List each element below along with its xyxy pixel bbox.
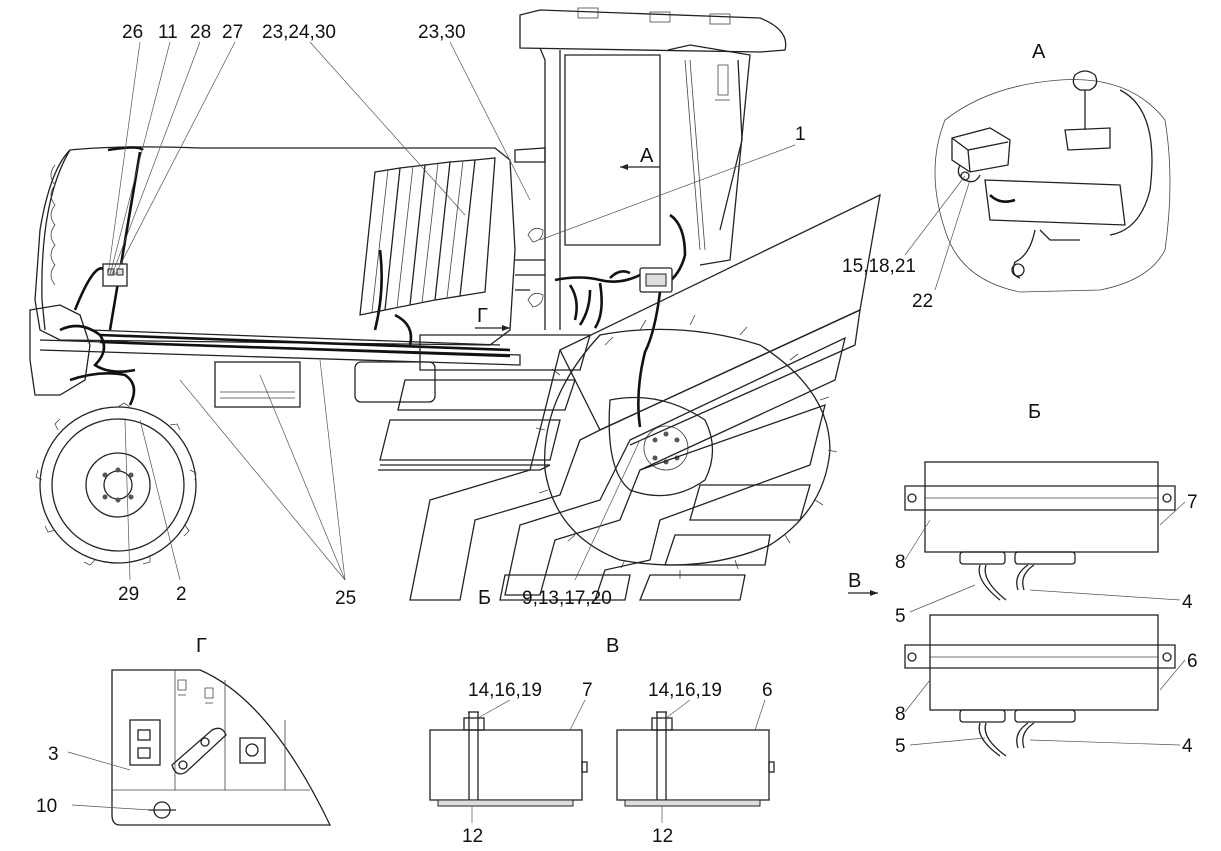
view-a-detail: А bbox=[904, 41, 1171, 293]
marker-g: Г bbox=[477, 305, 488, 327]
callout-25: 25 bbox=[335, 588, 356, 609]
view-v-detail: В 14,16,19 7 14,16,19 6 12 12 bbox=[429, 635, 775, 847]
marker-a: А bbox=[640, 145, 654, 167]
callout-b-8a: 8 bbox=[895, 552, 906, 573]
callout-28: 28 bbox=[190, 22, 211, 43]
callout-22: 22 bbox=[912, 291, 933, 312]
cab-window bbox=[564, 54, 661, 246]
callout-b-5a: 5 bbox=[895, 606, 906, 627]
callout-1: 1 bbox=[795, 124, 806, 145]
front-bumper bbox=[29, 304, 91, 396]
callout-v-14-16-19b: 14,16,19 bbox=[648, 680, 722, 701]
callout-v-12a: 12 bbox=[462, 826, 483, 847]
callout-27: 27 bbox=[222, 22, 243, 43]
callout-v-6: 6 bbox=[762, 680, 773, 701]
rear-harness bbox=[637, 291, 662, 428]
callout-9-13-17-20: 9,13,17,20 bbox=[522, 588, 612, 609]
callout-v-12b: 12 bbox=[652, 826, 673, 847]
grille-edge bbox=[41, 149, 71, 331]
callout-23-24-30: 23,24,30 bbox=[262, 22, 336, 43]
callout-29: 29 bbox=[118, 584, 139, 605]
cab-step-top bbox=[514, 147, 546, 163]
callout-b-4b: 4 bbox=[1182, 736, 1193, 757]
callout-b-4a: 4 bbox=[1182, 592, 1193, 613]
cab-roof bbox=[519, 9, 787, 53]
marker-b: Б bbox=[478, 587, 491, 609]
fuel-tank bbox=[354, 361, 436, 403]
callout-v-7: 7 bbox=[582, 680, 593, 701]
relay-block bbox=[129, 719, 161, 766]
marker-v: В bbox=[848, 570, 861, 592]
view-arrows bbox=[475, 164, 878, 596]
battery-box bbox=[214, 361, 301, 408]
tractor-side-view bbox=[29, 7, 881, 601]
frame-rail bbox=[39, 339, 521, 366]
view-a-title: А bbox=[1032, 41, 1046, 63]
main-callouts: 26 11 28 27 23,24,30 23,30 1 15,18,21 22… bbox=[118, 22, 933, 609]
main-harness bbox=[99, 333, 511, 352]
callout-15-18-21: 15,18,21 bbox=[842, 256, 916, 277]
callout-g-10: 10 bbox=[36, 796, 57, 817]
exploded-decal-panels bbox=[378, 193, 881, 601]
gear-lever-knob bbox=[1072, 70, 1098, 91]
view-g-detail: Г 3 10 bbox=[36, 635, 332, 826]
callout-g-3: 3 bbox=[48, 744, 59, 765]
fuse-strip bbox=[171, 727, 227, 775]
cab-door bbox=[667, 44, 751, 266]
view-v-title: В bbox=[606, 635, 619, 657]
hood-outline bbox=[34, 146, 516, 346]
view-b-detail: Б bbox=[895, 401, 1198, 757]
unit-7 bbox=[904, 461, 1176, 601]
hood-vents bbox=[359, 157, 496, 316]
callout-v-14-16-19a: 14,16,19 bbox=[468, 680, 542, 701]
leader-lines bbox=[107, 41, 796, 581]
callout-b-7: 7 bbox=[1187, 492, 1198, 513]
rear-wheel bbox=[535, 314, 838, 579]
callout-26: 26 bbox=[122, 22, 143, 43]
view-b-title: Б bbox=[1028, 401, 1041, 423]
grille-wave bbox=[50, 164, 56, 286]
view-g-title: Г bbox=[196, 635, 207, 657]
cab bbox=[514, 7, 787, 330]
callout-b-6: 6 bbox=[1187, 651, 1198, 672]
callout-11: 11 bbox=[158, 22, 178, 43]
battery-7 bbox=[429, 699, 588, 807]
callout-b-8b: 8 bbox=[895, 704, 906, 725]
cab-harness bbox=[554, 213, 687, 428]
front-wheel bbox=[35, 402, 197, 566]
callout-2: 2 bbox=[176, 584, 187, 605]
unit-6 bbox=[904, 614, 1176, 757]
switch-box bbox=[951, 127, 1011, 173]
callout-23-30: 23,30 bbox=[418, 22, 466, 43]
callout-b-5b: 5 bbox=[895, 736, 906, 757]
battery-6 bbox=[616, 699, 775, 807]
